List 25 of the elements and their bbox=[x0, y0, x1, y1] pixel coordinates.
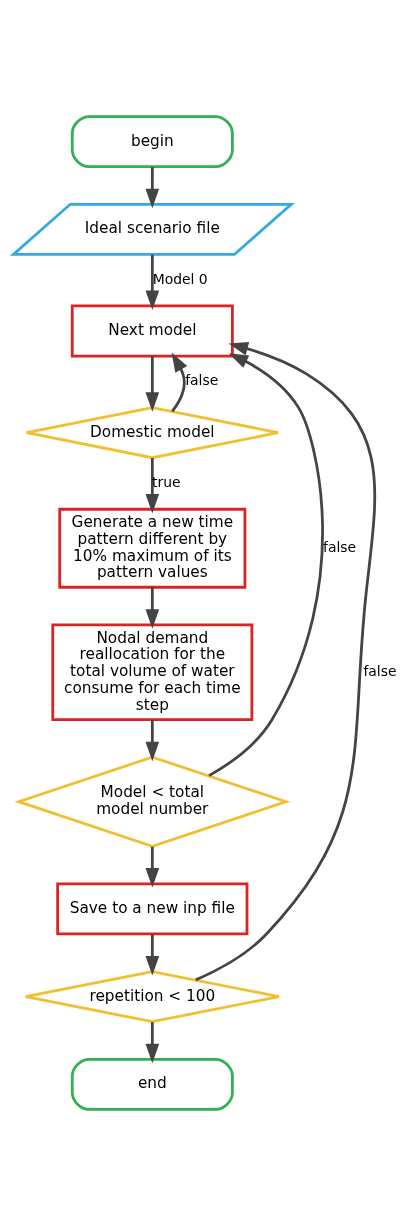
node-box: Nodal demand reallocation for the total volume of water consume for each time step bbox=[51, 622, 254, 721]
edge-label: Model 0 bbox=[152, 270, 208, 287]
arrow bbox=[145, 254, 160, 310]
arrow bbox=[171, 352, 188, 412]
arrow bbox=[145, 846, 160, 888]
arrow bbox=[145, 355, 160, 412]
arrow bbox=[208, 352, 324, 777]
arrow bbox=[145, 1021, 160, 1063]
edge-label: false bbox=[363, 662, 397, 679]
node-box: begin bbox=[70, 114, 234, 168]
arrow bbox=[145, 719, 160, 761]
node-box: end bbox=[70, 1057, 234, 1111]
arrow bbox=[195, 341, 377, 981]
arrow bbox=[145, 166, 160, 208]
node-box: Save to a new inp file bbox=[56, 881, 249, 935]
arrow bbox=[145, 586, 160, 629]
node-diamond: repetition < 100 bbox=[24, 969, 281, 1023]
arrow bbox=[145, 457, 160, 513]
arrow bbox=[145, 933, 160, 976]
edge-label: false bbox=[185, 371, 219, 388]
node-box: Next model bbox=[70, 304, 234, 357]
node-diamond: Model < total model number bbox=[14, 755, 291, 848]
node-diamond: Domestic model bbox=[25, 405, 280, 459]
node-box: Generate a new time pattern different by 10% maximum of its pattern values bbox=[58, 507, 247, 589]
edge-label: false bbox=[323, 538, 357, 555]
